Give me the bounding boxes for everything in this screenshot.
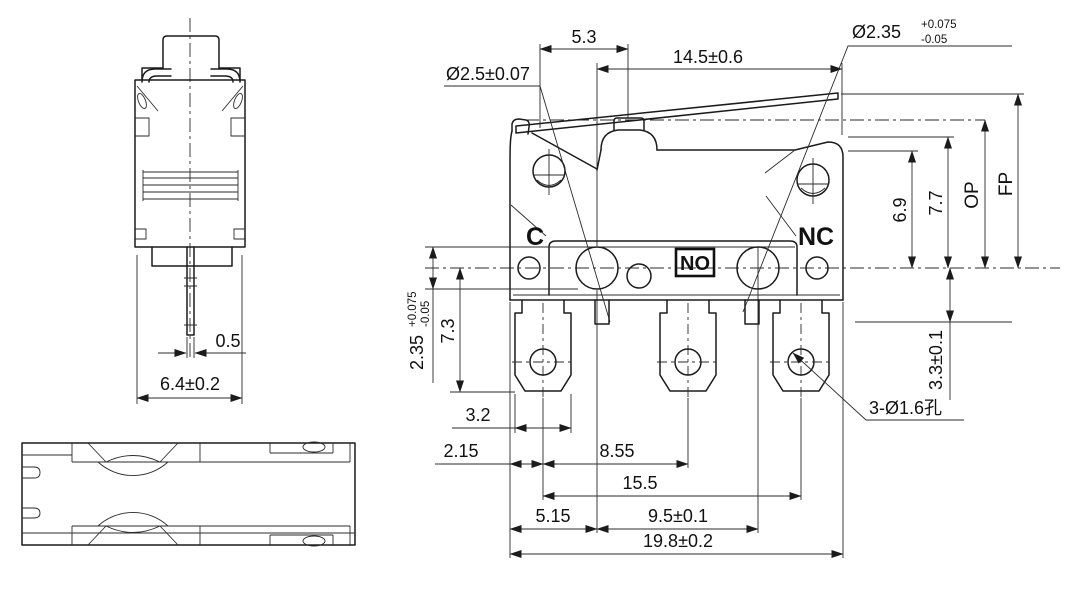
label-normally-closed: NC [798,223,834,251]
dim-free-position: FP [841,93,1024,269]
dim-terminal-pitch-1-2: 8.55 [542,441,689,468]
rivet-right [736,246,780,290]
dim-lever-length: 14.5±0.6 [596,47,843,73]
mold-tabs [594,299,760,325]
hole-nc [805,256,829,280]
callout-terminal-holes: 3-Ø1.6孔 [792,352,964,421]
svg-text:19.8±0.2: 19.8±0.2 [643,531,713,551]
front-base-block [151,246,233,267]
callout-lever-hole: Ø2.35 +0.075 -0.05 [742,19,1012,313]
dim-body-top-height: 6.9 [848,150,918,269]
svg-text:-0.05: -0.05 [921,34,947,46]
contact-block [517,240,829,296]
dim-pin-thickness-label: 0.5 [215,331,240,351]
latch-hole-left [137,93,147,109]
svg-text:2.35: 2.35 [407,335,427,370]
bottom-outline [21,442,356,546]
svg-text:Ø2.5±0.07: Ø2.5±0.07 [446,64,530,84]
svg-text:15.5: 15.5 [622,473,657,493]
front-pin [186,246,195,336]
roller-bottom [87,442,179,546]
front-body [134,79,246,248]
svg-text:OP: OP [962,181,983,208]
plunger-dome [600,129,658,151]
dim-boss-top-height: 7.7 [848,136,954,269]
hole-common [517,256,541,280]
no-label-box [674,247,716,278]
mounting-hole-left [532,149,566,195]
dim-plunger-offset: 5.3 [539,27,629,53]
dim-slot-width: 2.35 +0.075 -0.05 [407,246,578,383]
svg-text:+0.075: +0.075 [407,292,419,328]
dim-terminal-width: 3.2 [452,394,572,433]
svg-text:3-Ø1.6孔: 3-Ø1.6孔 [869,398,942,418]
latch-hole-right [233,93,243,109]
svg-text:-0.05: -0.05 [420,301,432,327]
svg-text:5.15: 5.15 [535,506,570,526]
dim-terminal-depth: 7.3 [438,267,515,393]
svg-text:8.55: 8.55 [599,441,634,461]
svg-text:Ø2.35: Ø2.35 [852,22,901,42]
svg-text:3.2: 3.2 [465,405,490,425]
rivet-left [575,246,619,290]
svg-text:9.5±0.1: 9.5±0.1 [648,506,708,526]
side-bumps [22,466,41,519]
front-view: 0.5 6.4±0.2 [134,18,246,404]
lever-arm [515,92,839,134]
svg-text:5.3: 5.3 [571,27,596,47]
front-terminal-stack [142,170,239,201]
plunger-front [162,35,220,69]
mounting-hole-right [796,158,830,204]
svg-text:3.3±0.1: 3.3±0.1 [926,330,946,390]
dim-edge-to-first-hole: 5.15 [509,506,598,533]
svg-text:2.15: 2.15 [443,441,478,461]
svg-text:14.5±0.6: 14.5±0.6 [673,47,743,67]
svg-text:7.3: 7.3 [438,318,458,343]
label-normally-open: NO [680,253,710,275]
bottom-view [21,441,356,547]
dim-terminal-shoulder-drop: 3.3±0.1 [855,267,1012,400]
dim-edge-to-first-terminal: 2.15 [435,441,544,468]
svg-text:6.9: 6.9 [890,197,910,222]
dim-mount-hole-pitch: 9.5±0.1 [596,506,759,533]
svg-text:+0.075: +0.075 [921,19,957,31]
dim-front-body-width: 6.4±0.2 [136,255,243,404]
dim-pin-thickness: 0.5 [158,331,246,358]
dim-terminal-span-1-3: 15.5 [542,473,802,500]
side-view: C NO NC 5.3 14.5±0.6 [407,19,1060,558]
hinge-pin-bottom [269,441,334,547]
svg-text:7.7: 7.7 [926,190,946,215]
svg-text:FP: FP [996,172,1017,196]
dim-operating-position: OP [962,119,989,269]
dim-front-body-width-label: 6.4±0.2 [160,374,220,394]
dim-body-length: 19.8±0.2 [509,531,844,558]
hole-middle [626,263,652,289]
label-common: C [526,223,544,251]
callout-pivot-hole: Ø2.5±0.07 [444,64,611,323]
